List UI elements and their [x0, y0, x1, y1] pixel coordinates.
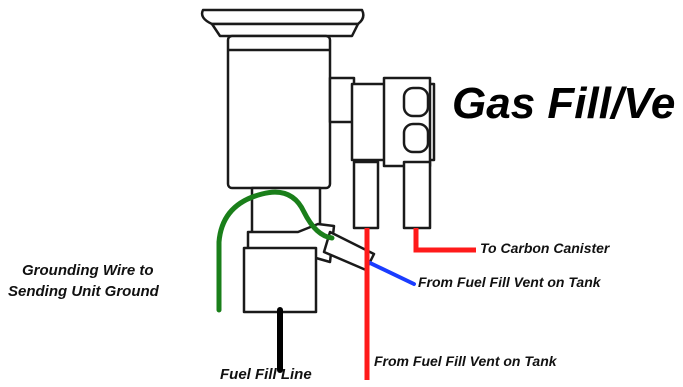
canister-line-red — [413, 228, 476, 253]
mount-block — [328, 76, 356, 124]
vent-tube-right — [402, 160, 432, 230]
vent-line-blue — [366, 260, 416, 286]
outlet-body — [242, 246, 318, 314]
vent-fitting-upper — [402, 86, 430, 118]
carbon-canister-label: To Carbon Canister — [480, 240, 610, 256]
grounding-wire-label-line1: Grounding Wire to — [22, 262, 154, 279]
vent-red-label: From Fuel Fill Vent on Tank — [374, 353, 557, 369]
grounding-wire-label-line2: Sending Unit Ground — [8, 283, 159, 300]
filler-neck-body — [226, 34, 332, 190]
filler-cap-rim — [210, 22, 360, 38]
vent-blue-label: From Fuel Fill Vent on Tank — [418, 274, 601, 290]
diagram-title: Gas Fill/Ve — [452, 82, 676, 126]
vent-fitting-lower — [402, 122, 430, 154]
fuel-fill-line-label: Fuel Fill Line — [220, 366, 312, 383]
vent-tube-left — [352, 160, 380, 230]
filler-cap — [200, 8, 365, 26]
grounding-wire — [216, 189, 335, 313]
